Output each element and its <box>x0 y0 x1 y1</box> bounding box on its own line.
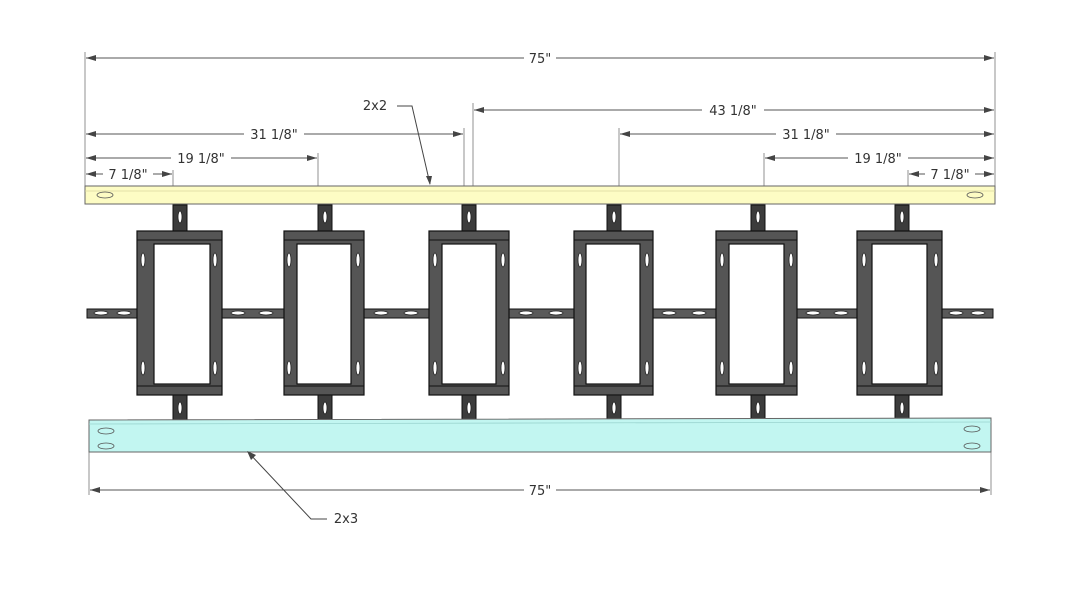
bottom-board-2x3 <box>88 417 992 453</box>
dimension-label: 31 1/8" <box>250 128 298 143</box>
horizontal-bar <box>652 308 718 319</box>
horizontal-bar <box>221 308 286 319</box>
label-bottom-board: 2x3 <box>334 512 358 527</box>
horizontal-bar <box>363 308 431 319</box>
dimension-31-1-8-left: 31 1/8" <box>86 126 463 143</box>
dimension-bottom-total: 75" <box>90 482 990 499</box>
frame <box>283 230 365 396</box>
lower-post <box>172 394 188 423</box>
lower-post <box>606 394 622 423</box>
lower-posts <box>172 394 910 423</box>
upper-post <box>172 204 188 233</box>
frame <box>428 230 510 396</box>
label-top-board: 2x2 <box>363 99 387 114</box>
upper-posts <box>172 204 910 233</box>
upper-post <box>317 204 333 233</box>
horizontal-bar <box>940 308 994 319</box>
horizontal-bar <box>796 308 860 319</box>
dimension-31-1-8-right: 31 1/8" <box>620 126 994 143</box>
dimension-label: 7 1/8" <box>108 168 147 183</box>
dimension-top-total: 75" <box>86 50 994 67</box>
dimension-43-1-8: 43 1/8" <box>474 102 994 119</box>
upper-post <box>606 204 622 233</box>
dimension-19-1-8-left: 19 1/8" <box>86 150 317 167</box>
lower-post <box>750 394 766 423</box>
lower-post <box>461 394 477 423</box>
lower-post <box>894 394 910 423</box>
lower-post <box>317 394 333 423</box>
dimension-label: 19 1/8" <box>854 152 902 167</box>
horizontal-bar <box>508 308 576 319</box>
frames <box>136 230 943 396</box>
top-board-2x2 <box>84 185 996 205</box>
label-2x2: 2x2 <box>363 99 432 185</box>
upper-post <box>461 204 477 233</box>
upper-post <box>894 204 910 233</box>
frame <box>856 230 943 396</box>
dimension-label: 7 1/8" <box>930 168 969 183</box>
horizontal-bars <box>86 308 994 319</box>
frame <box>136 230 223 396</box>
dimension-label: 19 1/8" <box>177 152 225 167</box>
dimension-19-1-8-right: 19 1/8" <box>765 150 994 167</box>
dimension-label: 31 1/8" <box>782 128 830 143</box>
dimension-label: 75" <box>529 484 552 499</box>
dimension-7-1-8-right: 7 1/8" <box>909 166 994 183</box>
frame <box>715 230 798 396</box>
upper-post <box>750 204 766 233</box>
dimension-label: 75" <box>529 52 552 67</box>
dimension-label: 43 1/8" <box>709 104 757 119</box>
frame <box>573 230 654 396</box>
horizontal-bar <box>86 308 140 319</box>
label-2x3: 2x3 <box>247 451 358 527</box>
dimension-7-1-8-left: 7 1/8" <box>86 166 172 183</box>
